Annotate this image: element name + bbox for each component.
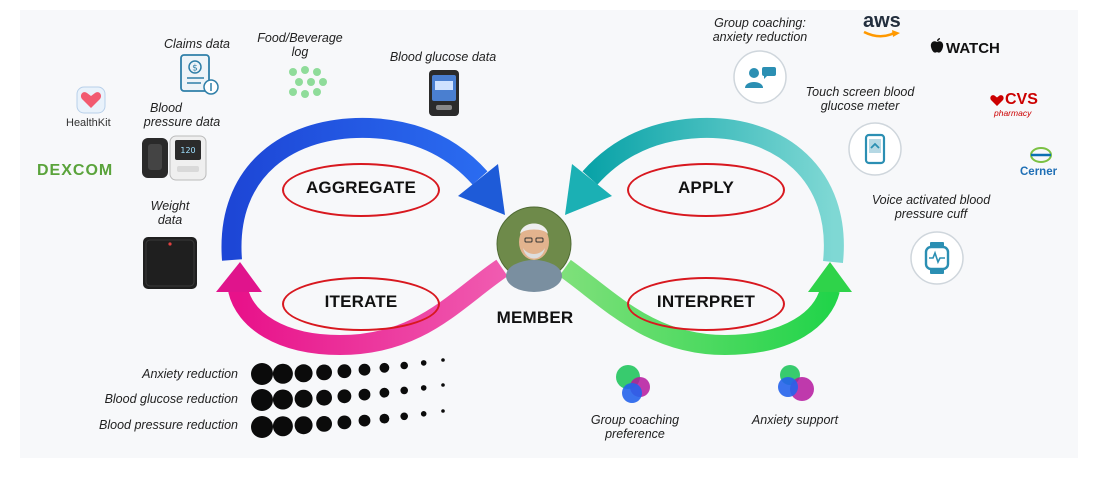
outcome-dot (400, 361, 408, 370)
bp-cuff-label-line2: pressure cuff (894, 207, 968, 221)
outcome-dot (441, 409, 445, 413)
outcome-dot (420, 385, 427, 391)
bp-data-label-line1: Blood (150, 101, 182, 115)
group-coaching-icon (733, 50, 787, 104)
apply-ring (627, 163, 785, 217)
anxiety-support-label: Anxiety support (751, 413, 839, 427)
aws-smile-icon (863, 30, 900, 38)
weight-data-label-line2: data (157, 213, 183, 227)
group-coaching-label-line1: Group coaching: (714, 16, 806, 30)
claims-data-label: Claims data (164, 37, 230, 51)
healthkit-icon (76, 86, 106, 114)
group-pref-label-line2: preference (605, 427, 665, 441)
outcome-dot (294, 364, 313, 383)
iterate-ring (282, 277, 440, 331)
stage-iterate: ITERATE (324, 292, 398, 311)
aggregate-ring (282, 163, 440, 217)
outcome-dots (251, 358, 445, 438)
svg-text:120: 120 (180, 146, 195, 155)
outcome-dot (294, 389, 313, 408)
arrowhead-green (808, 262, 852, 292)
arrowhead-teal (565, 164, 612, 215)
weight-data-label-line1: Weight (150, 199, 190, 213)
arrow-teal (582, 117, 844, 264)
food-log-label-line2: log (291, 45, 309, 59)
arrowhead-magenta (216, 262, 262, 292)
glucose-meter-label-line1: Touch screen blood (805, 85, 915, 99)
outcome-dot (337, 389, 352, 404)
member-avatar (496, 206, 572, 292)
claims-document-icon: $ (180, 54, 219, 95)
outcome-dot (441, 358, 445, 362)
outcome-dot (400, 412, 408, 421)
arrowhead-blue (458, 164, 505, 215)
outcome-anxiety-label: Anxiety reduction (142, 367, 238, 381)
glucose-data-label: Blood glucose data (389, 50, 497, 64)
touch-screen-meter-icon (848, 122, 902, 176)
food-log-dots-icon (289, 66, 327, 98)
outcome-dot (272, 363, 293, 384)
outcome-dot (251, 389, 273, 411)
outcome-dot (358, 363, 371, 376)
outcome-dot (379, 387, 390, 398)
outcome-dot (400, 386, 408, 395)
outcome-dot (316, 364, 332, 381)
outcome-dot (420, 411, 427, 417)
dexcom-logo: DEXCOM (37, 162, 114, 179)
outcome-dot (316, 389, 332, 406)
stage-aggregate: AGGREGATE (305, 178, 417, 197)
apple-icon (930, 38, 944, 53)
outcome-glucose-label: Blood glucose reduction (104, 392, 238, 406)
glucose-meter-icon (429, 70, 459, 116)
svg-text:$: $ (192, 64, 198, 74)
bp-cuff-watch-icon (910, 231, 964, 285)
cerner-logo: Cerner (1020, 166, 1058, 178)
bp-monitor-icon: 120 (142, 135, 207, 181)
outcome-dot (337, 364, 352, 379)
arrow-magenta (228, 259, 508, 356)
outcome-dot (420, 360, 427, 366)
outcome-dot (316, 416, 332, 432)
group-coaching-label-line2: anxiety reduction (712, 30, 808, 44)
outcome-dot (358, 414, 371, 427)
member-label: MEMBER (496, 308, 574, 327)
outcome-dot (294, 416, 313, 435)
outcome-dot (379, 362, 390, 373)
group-pref-label-line1: Group coaching (590, 413, 680, 427)
glucose-meter-label-line2: glucose meter (820, 99, 900, 113)
cvs-logo: CVS (1005, 91, 1038, 108)
interpret-ring (627, 277, 785, 331)
aws-logo: aws (863, 10, 901, 32)
healthkit-logo-text: HealthKit (66, 117, 111, 129)
stage-apply: APPLY (677, 178, 735, 197)
group-pref-venn-icon (616, 365, 650, 403)
cvs-heart-icon (990, 95, 1004, 106)
food-log-label-line1: Food/Beverage (257, 31, 343, 45)
outcome-dot (337, 415, 352, 430)
cerner-icon (1030, 147, 1052, 163)
cvs-pharmacy-text: pharmacy (994, 108, 1032, 118)
outcome-dot (251, 416, 273, 438)
outcome-bp-label: Blood pressure reduction (99, 418, 238, 432)
weight-scale-icon (143, 237, 197, 289)
anxiety-support-venn-icon (778, 365, 814, 401)
bp-data-label-line2: pressure data (143, 115, 221, 129)
bp-cuff-label-line1: Voice activated blood (871, 193, 991, 207)
outcome-dot (272, 416, 293, 437)
arrow-green (559, 259, 840, 356)
outcome-dot (441, 383, 445, 387)
outcome-dot (379, 413, 390, 424)
apple-watch-logo: WATCH (946, 40, 1000, 57)
stage-interpret: INTERPRET (656, 292, 756, 311)
outcome-dot (272, 389, 293, 410)
outcome-dot (251, 363, 273, 385)
arrow-blue (221, 117, 488, 261)
outcome-dot (358, 388, 371, 401)
